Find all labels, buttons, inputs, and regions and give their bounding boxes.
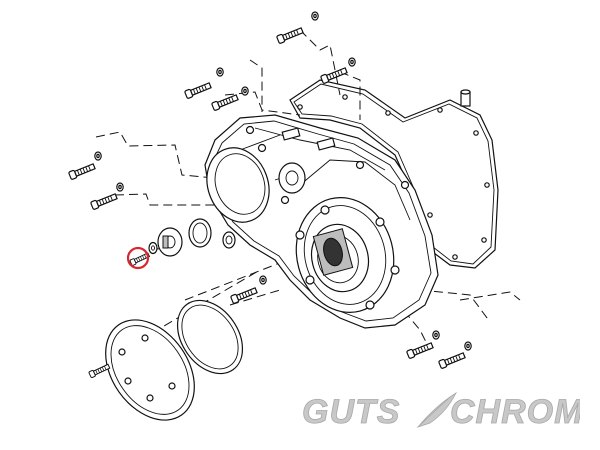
spacer-bushing — [222, 231, 236, 249]
logo-word-left: GUTS — [302, 393, 400, 431]
guts-chrome-logo: GUTS CHROME — [302, 391, 580, 431]
highlighted-screw — [126, 246, 151, 270]
primary-cover — [204, 114, 439, 329]
derby-cover — [105, 319, 195, 421]
feather-icon — [416, 391, 457, 428]
adjuster-plug — [278, 162, 306, 194]
dowel-pin — [460, 89, 471, 107]
small-washer — [148, 241, 158, 255]
seal-ring — [188, 218, 212, 248]
cover-gasket — [289, 79, 499, 269]
logo-word-right: CHROME — [450, 393, 580, 431]
derby-gasket — [176, 299, 244, 375]
highlight-circle — [126, 246, 150, 270]
adjuster-nut — [157, 227, 183, 257]
